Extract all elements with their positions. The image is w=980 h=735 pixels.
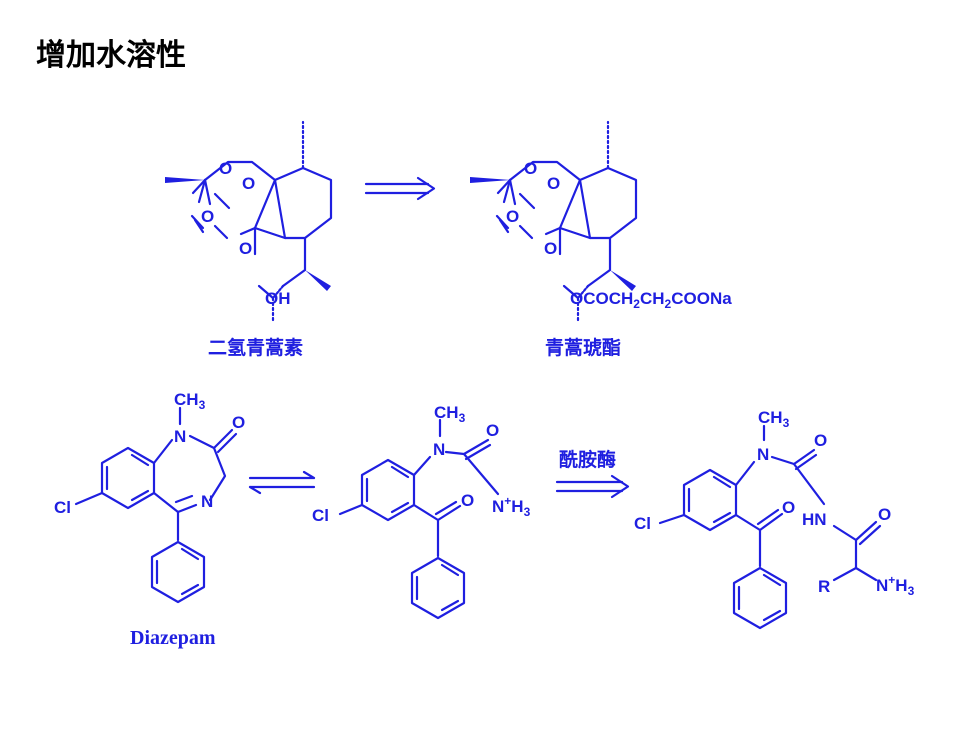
atom-o: O <box>544 239 557 258</box>
atom-n: N <box>757 445 769 464</box>
atom-o: O <box>201 207 214 226</box>
atom-o: O <box>782 498 795 517</box>
atom-n: N <box>174 427 186 446</box>
atom-o: O <box>506 207 519 226</box>
ammonium-label: N+H3 <box>876 573 915 598</box>
atom-cl: Cl <box>634 514 651 533</box>
methyl-label: CH3 <box>174 390 206 412</box>
ester-chain: OCOCH2CH2COONa <box>570 289 732 311</box>
atom-o: O <box>486 421 499 440</box>
diazepam-caption: Diazepam <box>130 627 216 649</box>
atom-n: N <box>433 440 445 459</box>
atom-o: O <box>239 239 252 258</box>
ammonium-label: N+H3 <box>492 494 531 519</box>
methyl-label: CH3 <box>434 403 466 425</box>
dha-caption: 二氢青蒿素 <box>208 336 303 359</box>
atom-cl: Cl <box>54 498 71 517</box>
amide-product-structure: Cl N O O CH3 HN O R N+H3 <box>634 408 915 630</box>
atom-cl: Cl <box>312 506 329 525</box>
open-ring-structure: Cl N O O N+H3 CH3 <box>312 403 531 620</box>
atom-o: O <box>242 174 255 193</box>
enzyme-caption: 酰胺酶 <box>559 448 616 471</box>
atom-o: O <box>547 174 560 193</box>
diazepam-structure: Cl N O N CH3 <box>54 390 245 604</box>
page-title: 增加水溶性 <box>36 38 186 73</box>
artesunate-caption: 青蒿琥酯 <box>545 336 621 359</box>
atom-o: O <box>878 505 891 524</box>
atom-o: O <box>461 491 474 510</box>
atom-o: O <box>524 159 537 178</box>
atom-r: R <box>818 577 830 596</box>
methyl-label: CH3 <box>758 408 790 430</box>
artesunate-structure: O O O O OCOCH2CH2COONa <box>468 120 732 322</box>
conversion-arrow <box>364 176 436 201</box>
equilibrium-arrow <box>248 470 316 495</box>
atom-oh: OH <box>265 289 291 308</box>
enzyme-arrow <box>555 474 630 499</box>
atom-hn: HN <box>802 510 827 529</box>
dihydroartemisinin-structure: O O O O OH <box>163 120 333 322</box>
atom-n: N <box>201 492 213 511</box>
atom-o: O <box>232 413 245 432</box>
atom-o: O <box>219 159 232 178</box>
atom-o: O <box>814 431 827 450</box>
